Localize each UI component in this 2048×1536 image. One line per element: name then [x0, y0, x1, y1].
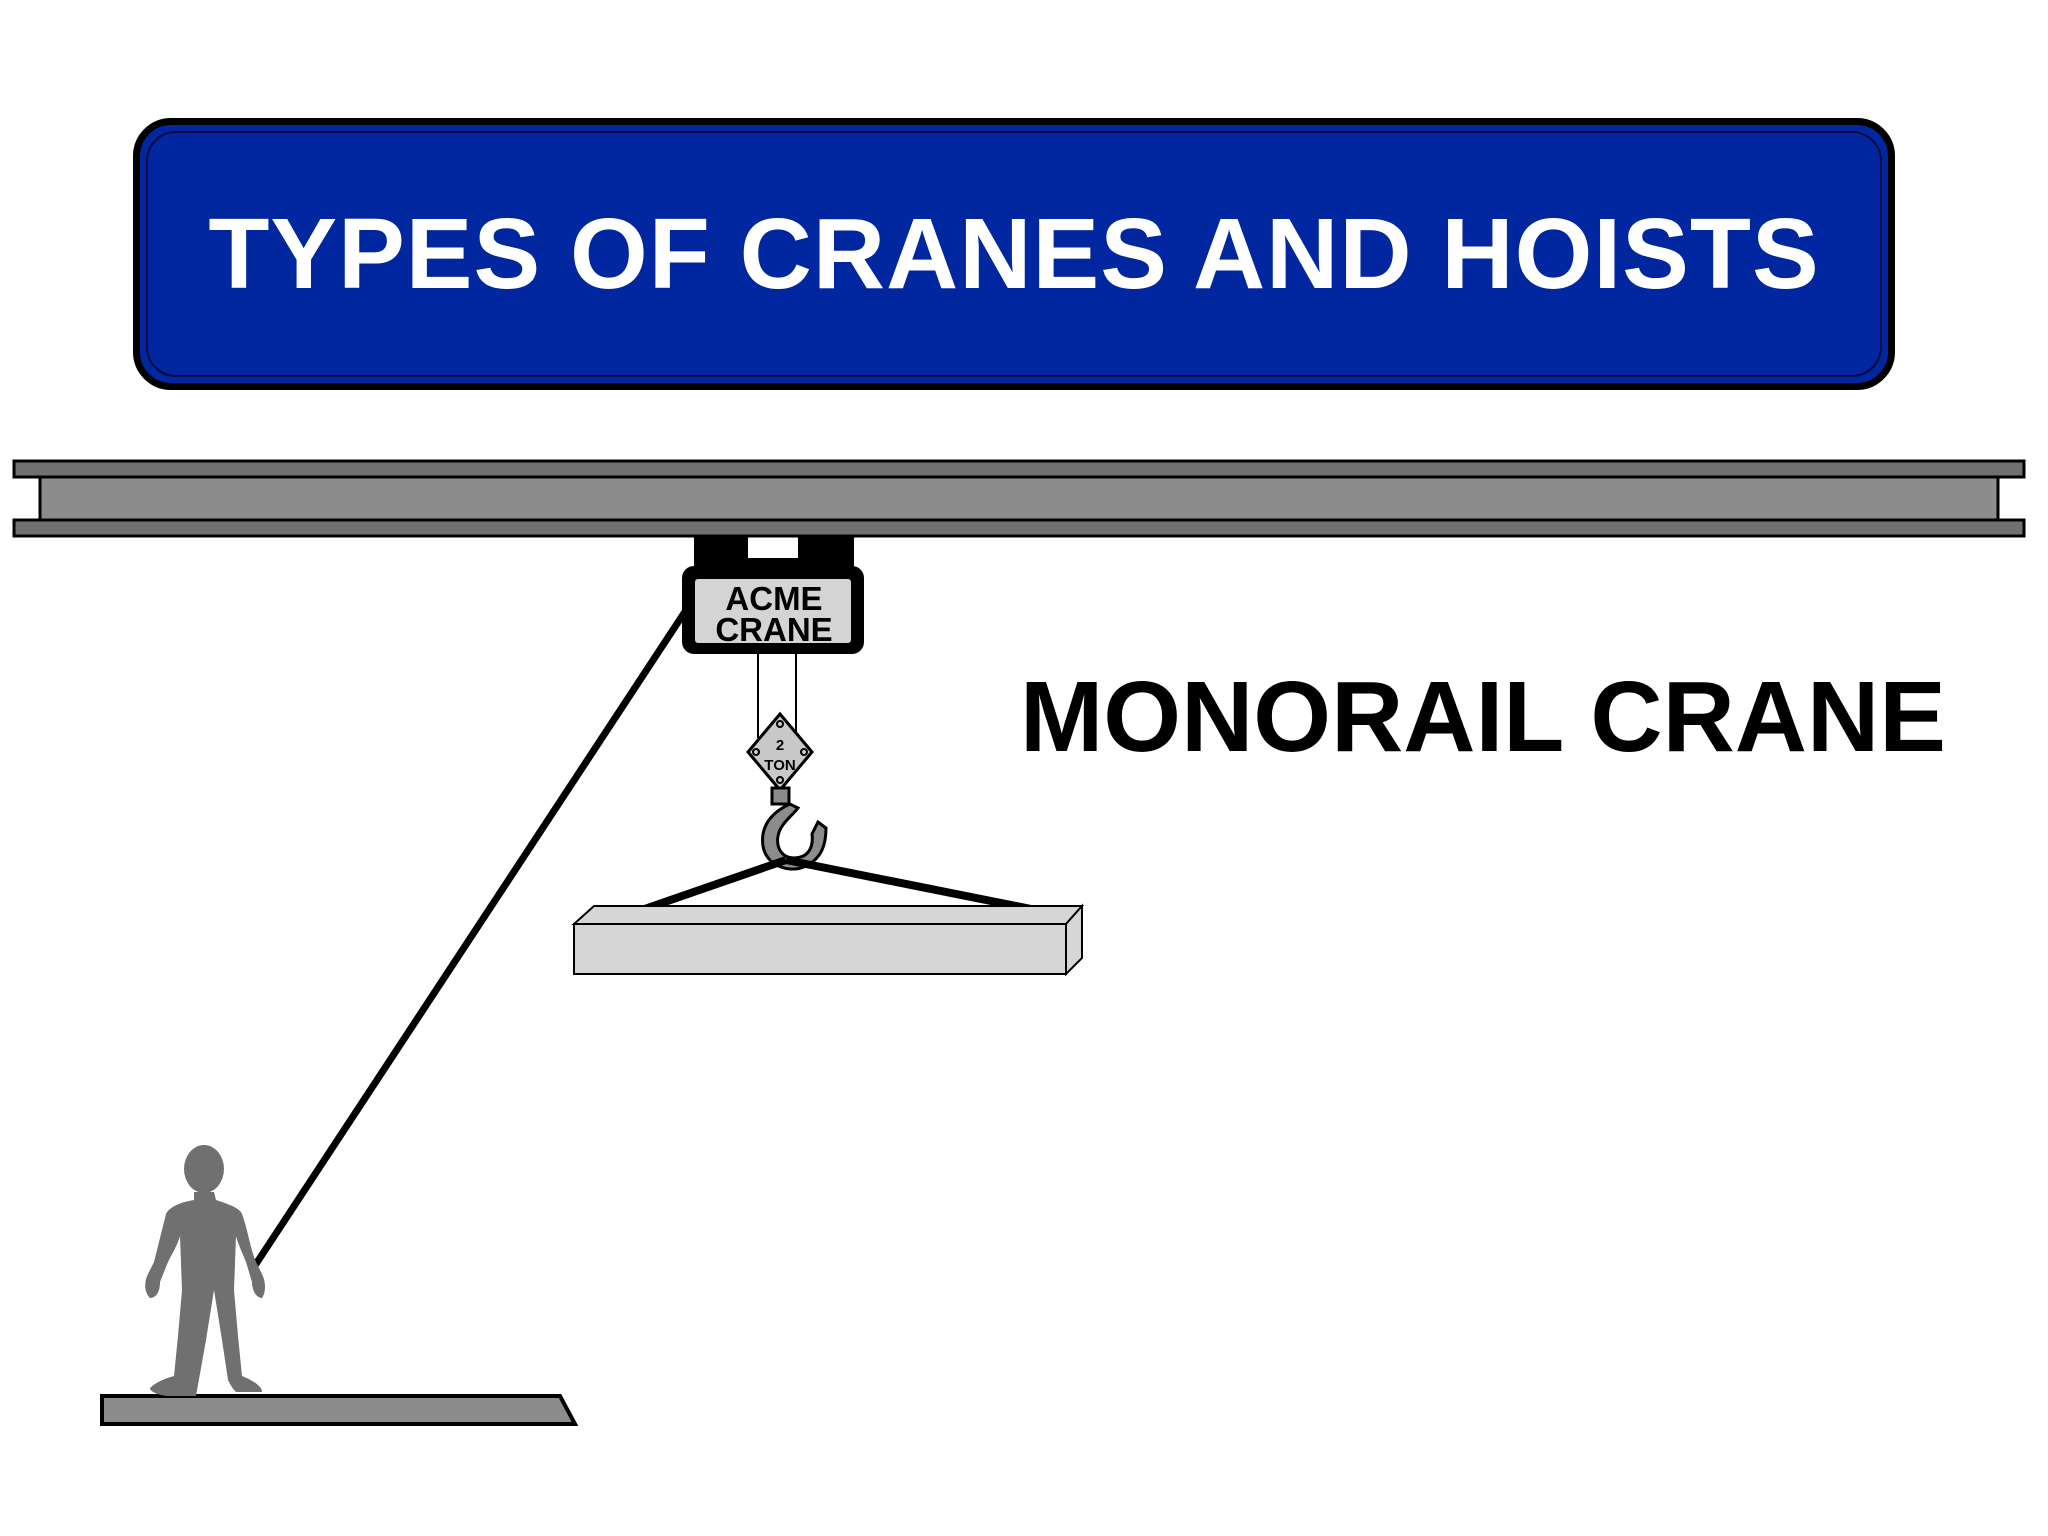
- pendant-control-cable: [249, 602, 693, 1272]
- hook-block-pin-left: [752, 748, 760, 756]
- hoist-cables: [757, 654, 797, 738]
- hoist-brand-line-1: ACME: [725, 580, 822, 617]
- hook-capacity-unit: TON: [764, 757, 795, 774]
- hook-block-pin-top: [776, 720, 784, 728]
- hook-body: [761, 802, 828, 871]
- hook-block: 2 TON: [746, 711, 814, 793]
- operator-body: [145, 1192, 265, 1396]
- crane-hook: [761, 786, 828, 871]
- operator-figure: [145, 1145, 265, 1396]
- hoist-body: ACME CRANE: [682, 566, 864, 654]
- hook-capacity-number: 2: [776, 737, 784, 754]
- floor-platform: [100, 1394, 579, 1426]
- i-beam-top-flange: [12, 459, 2026, 479]
- hook-block-pin-right: [800, 748, 808, 756]
- title-banner: TYPES OF CRANES AND HOISTS: [133, 118, 1895, 390]
- title-banner-inner-border: [146, 131, 1882, 377]
- hook-block-pin-bottom: [776, 776, 784, 784]
- operator-head: [184, 1145, 224, 1193]
- monorail-i-beam: [12, 459, 2026, 538]
- hoist-brand-line-2: CRANE: [715, 611, 832, 648]
- crane-type-label: MONORAIL CRANE: [1020, 661, 1946, 773]
- hook-shank: [770, 786, 791, 806]
- load-front-face: [573, 923, 1067, 975]
- load-top-face: [571, 905, 1085, 925]
- i-beam-web: [38, 475, 2000, 522]
- hoist-nameplate: [693, 577, 853, 645]
- i-beam-bottom-flange: [12, 518, 2026, 538]
- slide-title: TYPES OF CRANES AND HOISTS: [208, 197, 1820, 310]
- suspended-load: [571, 903, 1085, 977]
